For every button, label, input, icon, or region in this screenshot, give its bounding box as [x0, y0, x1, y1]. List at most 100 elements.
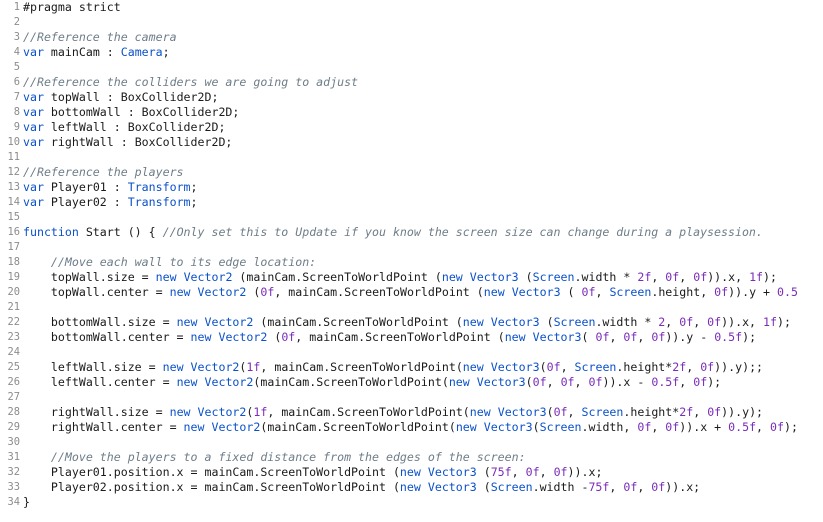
code-text[interactable]: leftWall.size = new Vector2(1f, mainCam.… — [23, 360, 823, 375]
code-line[interactable]: 23 bottomWall.center = new Vector2 (0f, … — [0, 330, 823, 345]
code-line[interactable]: 17 — [0, 240, 823, 255]
comment-token: //Reference the players — [23, 165, 184, 179]
code-text[interactable]: rightWall.size = new Vector2(1f, mainCam… — [23, 405, 823, 420]
code-text[interactable]: var topWall : BoxCollider2D; — [23, 90, 823, 105]
code-text[interactable]: leftWall.center = new Vector2(mainCam.Sc… — [23, 375, 823, 390]
code-text[interactable]: var rightWall : BoxCollider2D; — [23, 135, 823, 150]
code-text[interactable]: var leftWall : BoxCollider2D; — [23, 120, 823, 135]
code-line[interactable]: 21 — [0, 300, 823, 315]
code-line[interactable]: 22 bottomWall.size = new Vector2 (mainCa… — [0, 315, 823, 330]
code-text[interactable] — [23, 60, 823, 75]
code-text[interactable]: var Player02 : Transform; — [23, 195, 823, 210]
code-text[interactable]: } — [23, 495, 823, 510]
number-token: 0f — [623, 480, 638, 494]
code-text[interactable]: bottomWall.center = new Vector2 (0f, mai… — [23, 330, 823, 345]
code-text[interactable]: //Reference the camera — [23, 30, 823, 45]
code-text[interactable]: topWall.center = new Vector2 (0f, mainCa… — [23, 285, 823, 300]
code-token: , mainCam.ScreenToWorldPoint ( — [295, 330, 505, 344]
number-token: 0.5f — [714, 330, 743, 344]
code-line[interactable]: 30 — [0, 435, 823, 450]
code-line[interactable]: 5 — [0, 60, 823, 75]
code-text[interactable] — [23, 210, 823, 225]
code-token: , — [679, 270, 694, 284]
code-token — [421, 480, 428, 494]
code-text[interactable] — [23, 300, 823, 315]
line-number: 14 — [7, 196, 20, 208]
code-line[interactable]: 18 //Move each wall to its edge location… — [0, 255, 823, 270]
code-line[interactable]: 33 Player02.position.x = mainCam.ScreenT… — [0, 480, 823, 495]
code-text[interactable]: bottomWall.size = new Vector2 (mainCam.S… — [23, 315, 823, 330]
type-token: Screen — [581, 405, 624, 419]
code-line[interactable]: 32 Player01.position.x = mainCam.ScreenT… — [0, 465, 823, 480]
keyword-token: var — [23, 135, 44, 149]
code-token: Player01.position.x = mainCam.ScreenToWo… — [23, 465, 400, 479]
code-line[interactable]: 12//Reference the players — [0, 165, 823, 180]
code-line[interactable]: 28 rightWall.size = new Vector2(1f, main… — [0, 405, 823, 420]
code-text[interactable]: var mainCam : Camera; — [23, 45, 823, 60]
line-number: 3 — [13, 31, 20, 43]
code-line[interactable]: 19 topWall.size = new Vector2 (mainCam.S… — [0, 270, 823, 285]
code-text[interactable] — [23, 345, 823, 360]
line-number: 31 — [7, 451, 20, 463]
code-text[interactable]: #pragma strict — [23, 0, 823, 15]
code-text[interactable]: Player01.position.x = mainCam.ScreenToWo… — [23, 465, 823, 480]
code-text[interactable]: //Reference the players — [23, 165, 823, 180]
code-line[interactable]: 20 topWall.center = new Vector2 (0f, mai… — [0, 285, 823, 300]
code-line[interactable]: 27 — [0, 390, 823, 405]
code-line[interactable]: 29 rightWall.center = new Vector2(mainCa… — [0, 420, 823, 435]
code-line[interactable]: 2 — [0, 15, 823, 30]
code-token: Player02.position.x = mainCam.ScreenToWo… — [23, 480, 400, 494]
code-text[interactable] — [23, 390, 823, 405]
code-line[interactable]: 11 — [0, 150, 823, 165]
code-text[interactable]: Player02.position.x = mainCam.ScreenToWo… — [23, 480, 823, 495]
code-token: , — [637, 330, 652, 344]
code-text[interactable] — [23, 15, 823, 30]
code-token: .width * — [595, 315, 659, 329]
code-text[interactable] — [23, 435, 823, 450]
code-line[interactable]: 15 — [0, 210, 823, 225]
code-token: #pragma strict — [23, 0, 121, 14]
code-token: rightWall : BoxCollider2D; — [43, 135, 233, 149]
code-text[interactable]: var bottomWall : BoxCollider2D; — [23, 105, 823, 120]
code-line[interactable]: 25 leftWall.size = new Vector2(1f, mainC… — [0, 360, 823, 375]
number-token: 0f — [679, 315, 694, 329]
code-token — [463, 270, 470, 284]
code-token: ); — [707, 375, 722, 389]
code-line[interactable]: 31 //Move the players to a fixed distanc… — [0, 450, 823, 465]
code-text[interactable]: //Move the players to a fixed distance f… — [23, 450, 823, 465]
keyword-token: new — [462, 315, 484, 329]
code-text[interactable]: function Start () { //Only set this to U… — [23, 225, 823, 240]
code-line[interactable]: 26 leftWall.center = new Vector2(mainCam… — [0, 375, 823, 390]
code-line[interactable]: 3//Reference the camera — [0, 30, 823, 45]
code-line[interactable]: 1#pragma strict — [0, 0, 823, 15]
code-text[interactable]: topWall.size = new Vector2 (mainCam.Scre… — [23, 270, 823, 285]
code-line[interactable]: 34} — [0, 495, 823, 510]
code-text[interactable]: //Reference the colliders we are going t… — [23, 75, 823, 90]
code-text[interactable] — [23, 150, 823, 165]
code-token: rightWall.size = — [23, 405, 170, 419]
code-text[interactable]: rightWall.center = new Vector2(mainCam.S… — [23, 420, 823, 435]
keyword-token: var — [23, 195, 44, 209]
code-token: .width * — [574, 270, 638, 284]
number-token: 0f — [637, 420, 652, 434]
code-token: )).x, — [721, 315, 764, 329]
line-number: 25 — [7, 361, 20, 373]
keyword-token: new — [483, 285, 505, 299]
code-token — [477, 420, 484, 434]
code-line[interactable]: 24 — [0, 345, 823, 360]
line-number: 8 — [13, 106, 20, 118]
code-text[interactable]: //Move each wall to its edge location: — [23, 255, 823, 270]
code-text[interactable]: var Player01 : Transform; — [23, 180, 823, 195]
code-token — [421, 465, 428, 479]
code-line[interactable]: 6//Reference the colliders we are going … — [0, 75, 823, 90]
code-text[interactable] — [23, 240, 823, 255]
